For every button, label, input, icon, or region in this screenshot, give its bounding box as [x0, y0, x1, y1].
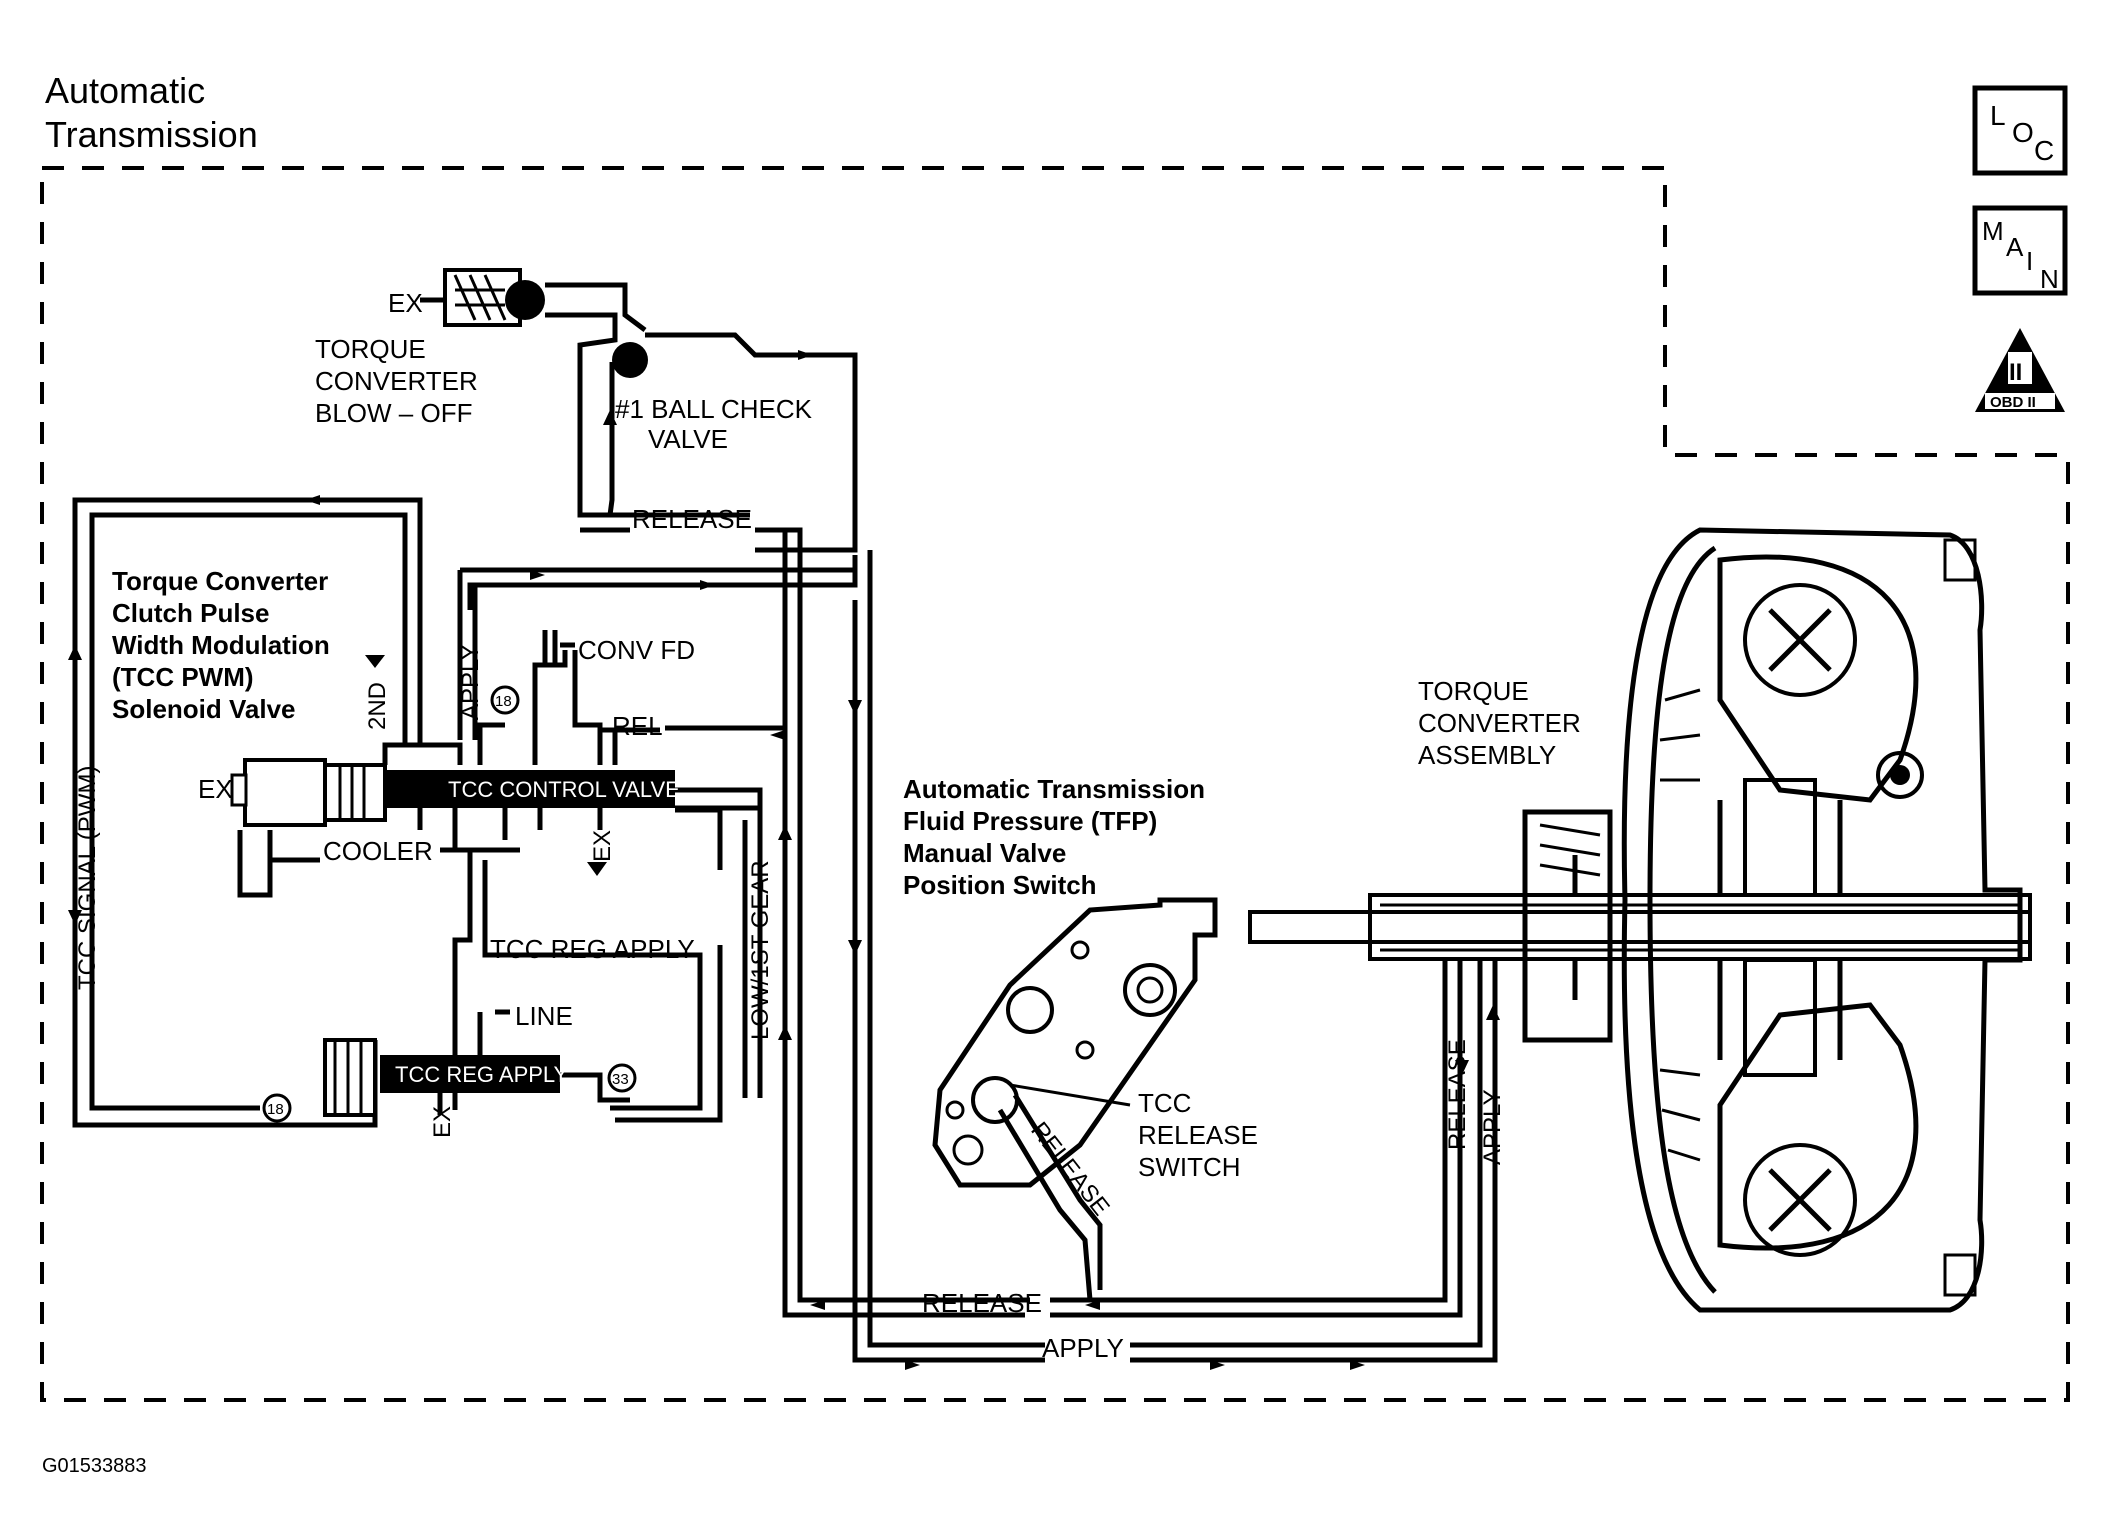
blowoff-valve	[420, 268, 545, 327]
release-switch-label-3: SWITCH	[1138, 1152, 1241, 1182]
rel-label: REL	[612, 711, 663, 741]
release-bottom-passage	[810, 960, 1463, 1318]
blowoff-label-2: CONVERTER	[315, 366, 478, 396]
converter-label-3: ASSEMBLY	[1418, 740, 1556, 770]
apply-vertical	[457, 570, 478, 740]
release-top-label: RELEASE	[632, 504, 752, 534]
tcc-signal-label: TCC SIGNAL (PWM)	[74, 766, 101, 990]
release-bottom-label: RELEASE	[922, 1288, 1042, 1318]
tfp-label-3: Manual Valve	[903, 838, 1066, 868]
svg-text:C: C	[2034, 135, 2054, 166]
blowoff-label-1: TORQUE	[315, 334, 426, 364]
release-diag-label: RELEASE	[1025, 1117, 1114, 1221]
flow-arrows	[68, 350, 1500, 1370]
pwm-solenoid	[230, 758, 387, 898]
tcc-reg-apply-line-label: TCC REG APPLY	[490, 934, 695, 964]
torque-converter-assembly	[1248, 527, 2032, 1313]
low-first-label: LOW/1ST GEAR	[747, 860, 774, 1040]
svg-text:I: I	[2026, 246, 2033, 276]
second-arrow-icon	[365, 655, 385, 668]
ex-control-arrow-icon	[587, 862, 607, 876]
release-vertical-label: RELEASE	[1444, 1039, 1471, 1150]
svg-text:M: M	[1982, 216, 2004, 246]
ex-reg-label: EX	[429, 1106, 456, 1138]
converter-label-1: TORQUE	[1418, 676, 1529, 706]
orifice-18-upper: 18	[490, 685, 520, 715]
apply-bottom-passage	[870, 960, 1498, 1363]
solenoid-label-2: Clutch Pulse	[112, 598, 269, 628]
tcc-reg-apply-valve-label: TCC REG APPLY	[395, 1062, 569, 1087]
apply-vertical-2-label: APPLY	[1479, 1089, 1506, 1165]
second-gear-label: 2ND	[364, 682, 391, 730]
line-label: LINE	[515, 1001, 573, 1031]
tfp-switch	[932, 897, 1218, 1301]
svg-text:N: N	[2040, 264, 2059, 294]
release-switch-label-1: TCC	[1138, 1088, 1191, 1118]
orifice-33: 33	[607, 1063, 637, 1093]
ex-solenoid-label: EX	[198, 774, 233, 804]
conv-fd-label: CONV FD	[578, 635, 695, 665]
rel-passage	[600, 725, 785, 733]
release-switch-label-2: RELEASE	[1138, 1120, 1258, 1150]
svg-text:II: II	[2009, 359, 2022, 386]
loc-icon[interactable]: L O C	[1972, 85, 2068, 176]
svg-text:18: 18	[267, 1101, 284, 1118]
apply-bottom-label: APPLY	[1042, 1333, 1124, 1363]
ex-blowoff-label: EX	[388, 288, 423, 318]
release-main-channel	[782, 530, 1025, 1318]
tfp-label-2: Fluid Pressure (TFP)	[903, 806, 1157, 836]
transmission-boundary	[40, 166, 2070, 1402]
svg-text:L: L	[1990, 100, 2006, 131]
solenoid-label-4: (TCC PWM)	[112, 662, 254, 692]
orifice-18-lower: 18	[262, 1093, 292, 1123]
solenoid-label-1: Torque Converter	[112, 566, 328, 596]
solenoid-label-3: Width Modulation	[112, 630, 330, 660]
ex-control-label: EX	[589, 830, 616, 862]
obd-ii-icon[interactable]: II OBD II	[1975, 328, 2065, 412]
ball-check-label-2: VALVE	[648, 424, 728, 454]
ball-check-ball	[612, 342, 648, 378]
tfp-label-1: Automatic Transmission	[903, 774, 1205, 804]
title-line-2: Transmission	[45, 114, 258, 155]
low-first-passage	[675, 805, 763, 1098]
blowoff-label-3: BLOW – OFF	[315, 398, 472, 428]
svg-text:O: O	[2012, 117, 2034, 148]
title-line-1: Automatic	[45, 70, 205, 111]
tcc-reg-apply-passage	[452, 850, 723, 1123]
svg-text:OBD II: OBD II	[1990, 394, 2036, 411]
ball-check-label-1: #1 BALL CHECK	[615, 394, 813, 424]
main-icon[interactable]: M A I N	[1972, 205, 2068, 296]
converter-label-2: CONVERTER	[1418, 708, 1581, 738]
svg-text:33: 33	[612, 1071, 629, 1088]
line-stub	[477, 1009, 510, 1060]
tcc-reg-apply-valve	[323, 1038, 630, 1117]
blowoff-passage	[545, 282, 750, 518]
apply-vertical-label: APPLY	[457, 644, 484, 720]
svg-text:18: 18	[495, 693, 512, 710]
svg-text:A: A	[2006, 232, 2024, 262]
cooler-label: COOLER	[323, 836, 433, 866]
tfp-label-4: Position Switch	[903, 870, 1097, 900]
tcc-control-valve	[382, 630, 763, 870]
solenoid-label-5: Solenoid Valve	[112, 694, 296, 724]
figure-id: G01533883	[42, 1455, 147, 1477]
tcc-control-valve-label: TCC CONTROL VALVE	[448, 777, 680, 802]
